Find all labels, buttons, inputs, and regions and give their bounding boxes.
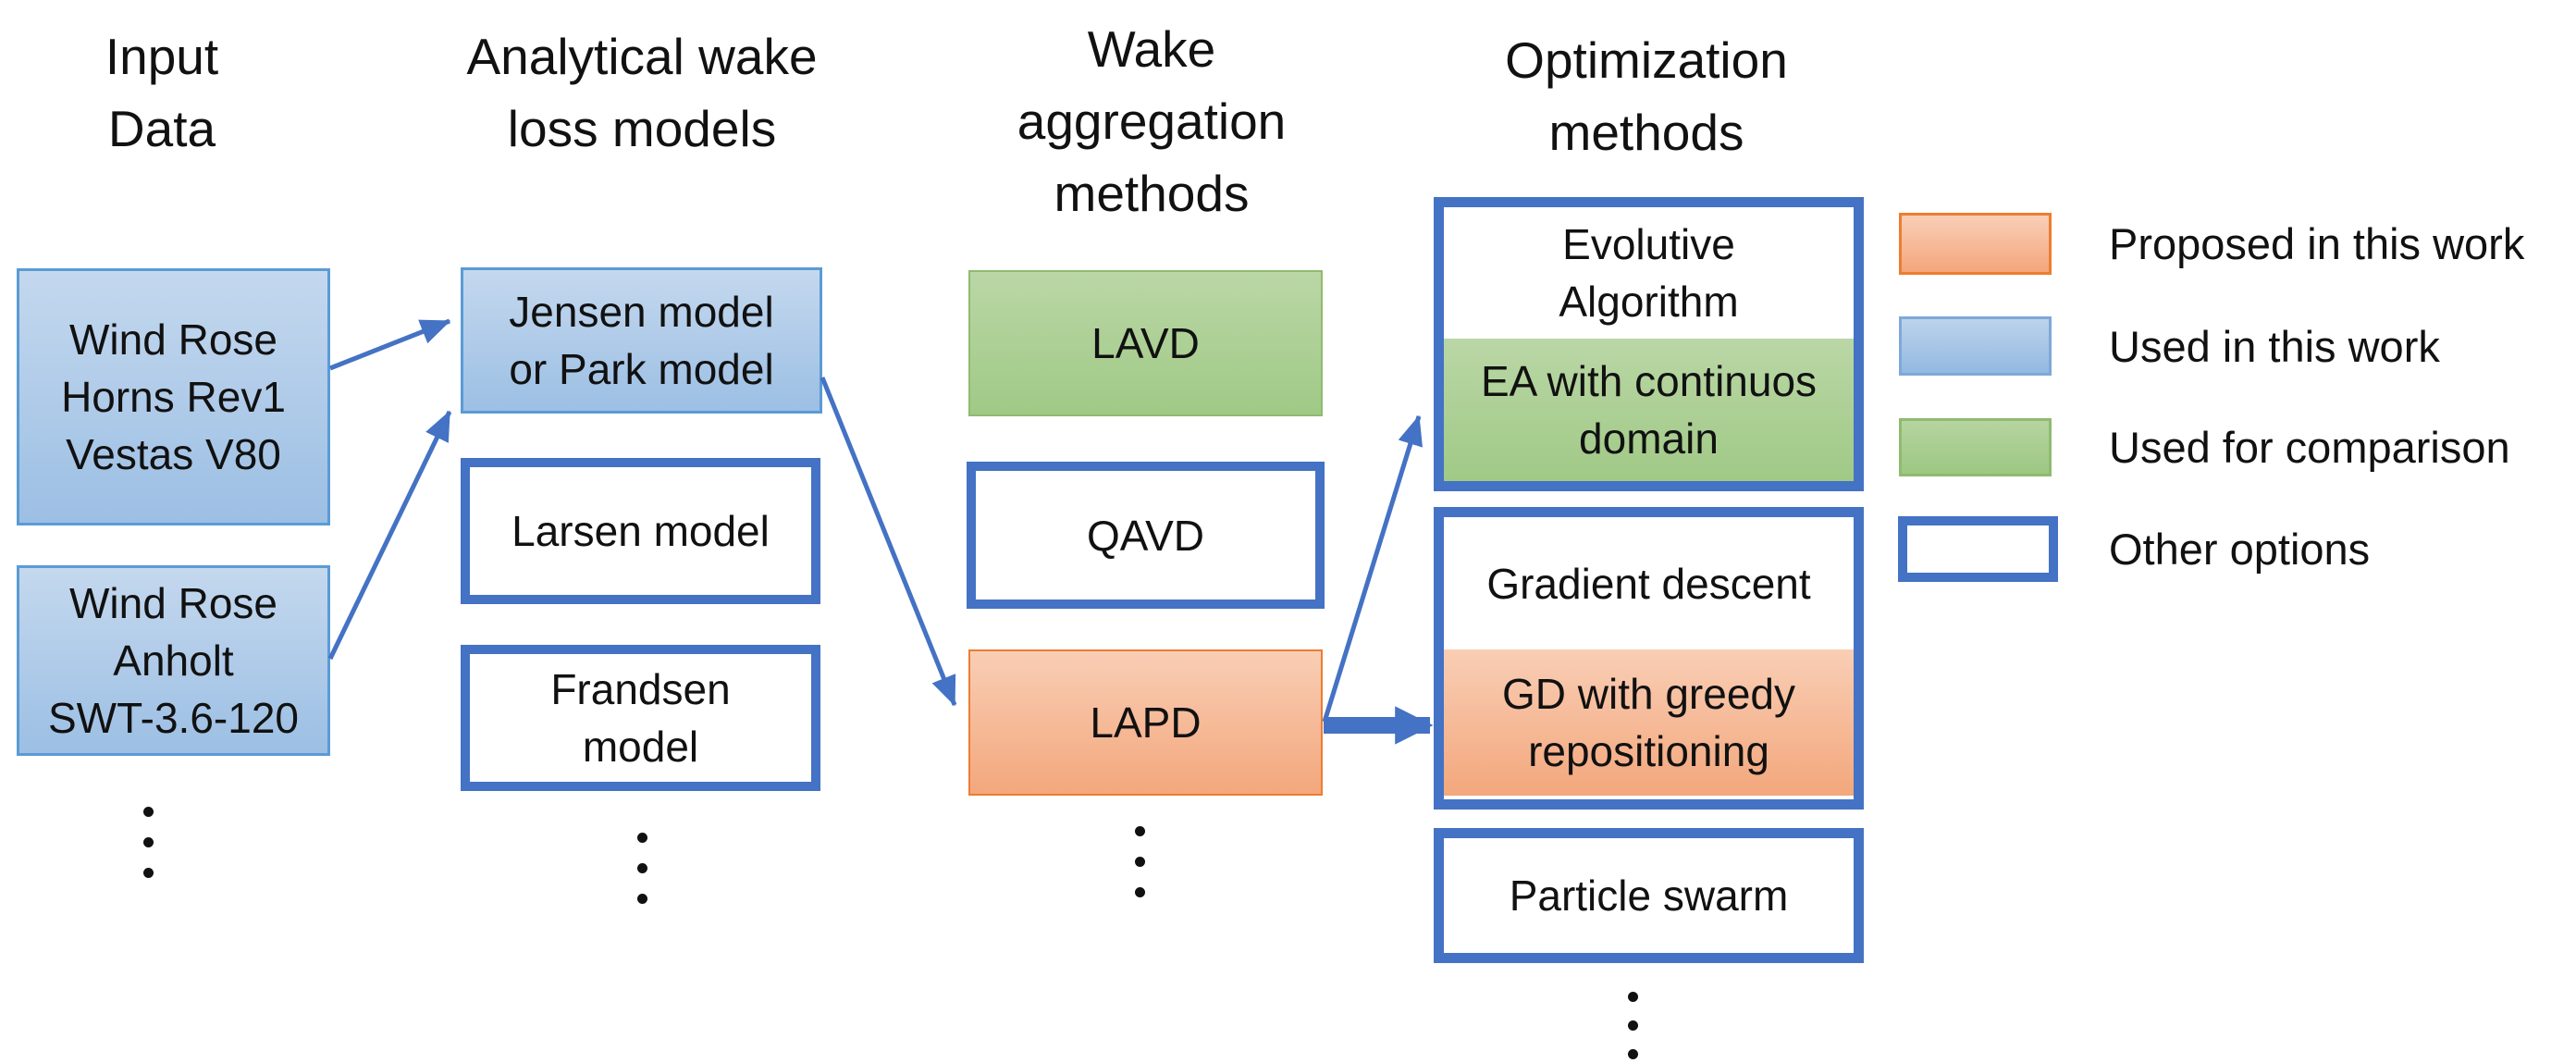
node-lavd: LAVD	[968, 270, 1323, 416]
legend-swatch-comparison	[1899, 418, 2052, 476]
node-wind-rose-horns-rev1: Wind Rose Horns Rev1 Vestas V80	[17, 268, 330, 525]
arrow-anholt-to-jensen	[327, 410, 452, 661]
node-gradient-descent: Gradient descent GD with greedy repositi…	[1434, 507, 1864, 810]
node-qavd: QAVD	[967, 462, 1325, 609]
node-evolutive-algorithm-label: Evolutive Algorithm	[1559, 220, 1739, 326]
legend-swatch-proposed	[1899, 213, 2052, 275]
column-header-wake-aggregation: Wake aggregation methods	[1017, 20, 1287, 222]
node-gd-greedy-repositioning: GD with greedy repositioning	[1444, 649, 1854, 796]
arrow-jensen-to-lapd	[820, 377, 957, 707]
node-ea-continuous-domain: EA with continuos domain	[1444, 339, 1854, 481]
column-header-input-data: Input Data	[105, 28, 219, 157]
legend-swatch-used	[1899, 316, 2052, 376]
node-gradient-descent-label: Gradient descent	[1486, 559, 1811, 608]
legend-label-proposed: Proposed in this work	[2109, 219, 2525, 268]
node-particle-swarm: Particle swarm	[1434, 828, 1864, 963]
vertical-ellipsis-icon	[1628, 992, 1638, 1059]
legend-label-comparison: Used for comparison	[2109, 423, 2510, 472]
vertical-ellipsis-icon	[1135, 826, 1145, 897]
node-larsen-model: Larsen model	[461, 458, 820, 604]
vertical-ellipsis-icon	[143, 807, 154, 878]
arrow-horns-rev1-to-jensen	[329, 318, 451, 371]
column-header-wake-loss-models: Analytical wake loss models	[466, 28, 818, 157]
legend-swatch-other	[1898, 516, 2058, 582]
node-frandsen-model: Frandsen model	[461, 645, 820, 791]
node-evolutive-algorithm: Evolutive Algorithm EA with continuos do…	[1434, 197, 1864, 491]
node-jensen-park-model: Jensen model or Park model	[461, 267, 822, 414]
node-wind-rose-anholt: Wind Rose Anholt SWT-3.6-120	[17, 565, 330, 756]
legend-label-other: Other options	[2109, 525, 2371, 574]
node-lapd: LAPD	[968, 649, 1323, 796]
column-header-optimization: Optimization methods	[1505, 31, 1788, 161]
vertical-ellipsis-icon	[637, 833, 647, 904]
arrow-lapd-to-ea-continuous	[1322, 414, 1423, 723]
legend-label-used: Used in this work	[2109, 321, 2440, 371]
